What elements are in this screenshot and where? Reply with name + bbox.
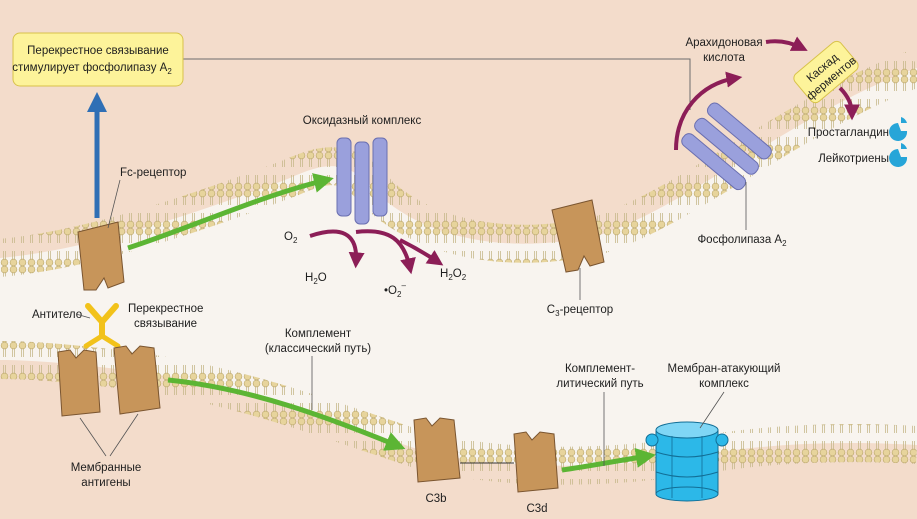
crosslink-stimulates-box: Перекрестное связывание стимулирует фосф… [12,32,184,87]
arachidonic-label-line2: кислота [703,52,745,64]
membrane-antigen-1 [57,349,101,417]
leukotrienes-label: Лейкотриены [818,153,889,165]
arachidonic-arrow [674,71,743,151]
mac-leader [699,391,725,429]
superoxide-label: •O2– [384,281,406,299]
o2-label: O2 [284,231,298,245]
complement-lytic-arrow [561,447,656,473]
c3-receptor [551,199,605,273]
antibody [83,303,121,349]
leukotrienes-icon [889,143,908,167]
phospholipase-label: Фосфолипаза A2 [697,234,787,248]
o2-to-h2o-arrow [309,229,365,269]
oxidase-label: Оксидазный комплекс [303,115,422,127]
antigens-leader-2 [109,413,139,457]
membrane-attack-complex [645,421,729,502]
lytic-label-line2: литический путь [556,378,643,390]
h2o2-label: H2O2 [440,268,467,282]
c3-receptor-label: C3-рецептор [547,304,613,318]
superoxide-arrow [355,229,416,275]
prostaglandin-icon [889,117,908,141]
c3b-label: C3b [425,493,446,505]
c3d-label: C3d [526,503,547,515]
lytic-label-line1: Комплемент- [565,363,635,375]
mac-label-line2: комплекс [699,378,749,390]
fc-receptor [77,221,125,291]
cascade-to-products-arrow [838,86,860,121]
crosslink-box-line1: Перекрестное связывание [27,45,169,57]
prostaglandin-label: Простагландин [808,127,889,139]
complement-classical-arrow [167,377,406,451]
phospholipase-a2 [681,102,772,191]
complement-label-line1: Комплемент [285,328,352,340]
antibody-label: Антитело [32,309,82,321]
crosslink-label-line2: связывание [134,318,197,330]
antigens-label-line1: Мембранные [71,462,142,474]
c3b-fragment [413,417,461,483]
fc-receptor-label: Fc-рецептор [120,167,186,179]
antibody-leader [75,313,91,319]
fc-receptor-leader [107,179,121,229]
complement-label-line2: (классический путь) [265,343,371,355]
antigens-leader-1 [79,417,107,457]
fc-to-oxidase-arrow [127,173,334,251]
h2o-label: H2O [305,272,327,286]
antigens-label-line2: антигены [81,477,130,489]
arachidonic-to-cascade-arrow [765,36,808,51]
h2o2-arrow [399,238,444,266]
c3d-fragment [513,431,559,493]
mac-label-line1: Мембран-атакующий [668,363,781,375]
crosslink-label-line1: Перекрестное [128,303,203,315]
oxidase-complex [336,137,388,225]
membrane-antigen-2 [113,345,161,415]
connector-line [183,58,691,110]
arachidonic-label-line1: Арахидоновая [685,37,762,49]
cytoplasm-region [0,68,917,466]
crosslink-box-line2: стимулирует фосфолипазу A2 [12,62,172,76]
